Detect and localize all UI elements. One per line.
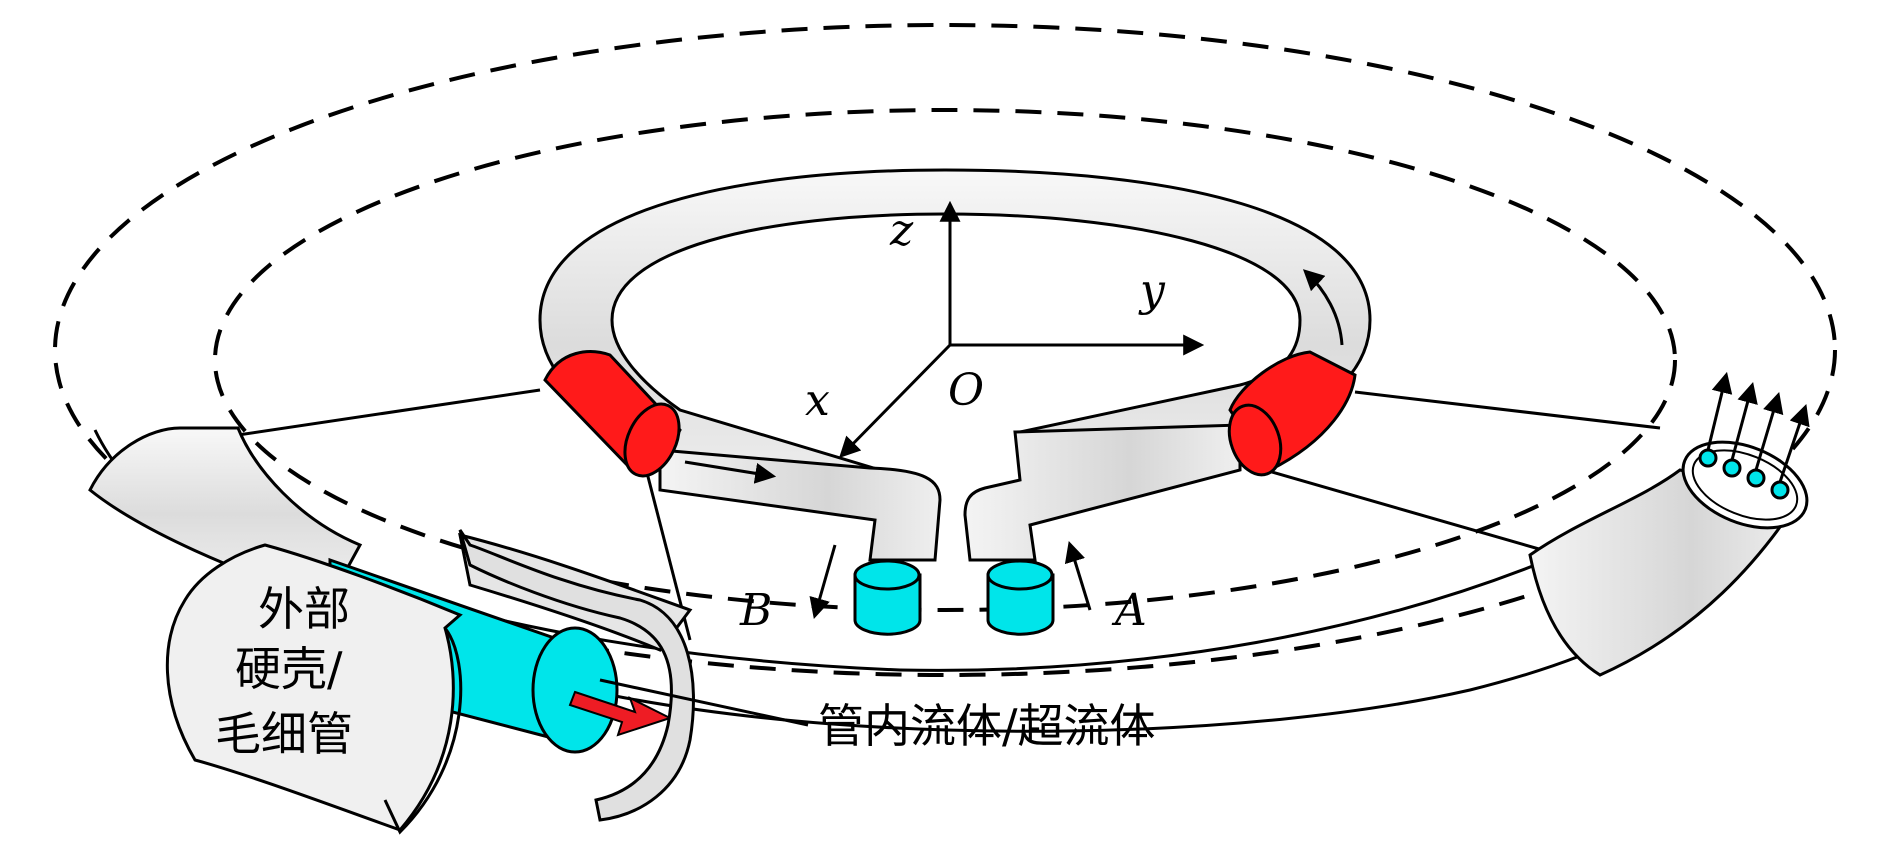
cutaway-fluid-face bbox=[531, 626, 619, 754]
flow-arrow-right bbox=[1302, 269, 1344, 346]
flow-arrow-left bbox=[684, 460, 777, 484]
spoke-right bbox=[1354, 390, 1661, 430]
inner-dashed-orbit bbox=[213, 108, 1677, 612]
leg-a bbox=[963, 423, 1242, 562]
leg-b-fluid bbox=[853, 573, 922, 636]
capillary-dot bbox=[1698, 448, 1718, 468]
fluid-label: 管内流体/超流体 bbox=[818, 699, 1156, 753]
seal-right-face bbox=[1227, 403, 1283, 477]
shell-label-line1: 外部 bbox=[258, 582, 350, 636]
cutaway-right-shell bbox=[458, 529, 695, 822]
shell-label-line3: 毛细管 bbox=[215, 707, 353, 761]
capillary-dot bbox=[1722, 458, 1742, 478]
port-b-label: B bbox=[739, 585, 772, 636]
axis-y-label: y bbox=[1138, 265, 1166, 316]
leg-b bbox=[658, 448, 942, 562]
axis-x-label: x bbox=[805, 375, 830, 426]
capillary-up-arrow bbox=[1754, 391, 1784, 471]
capillary-up-arrow bbox=[1778, 404, 1810, 483]
shell-label-line2: 硬壳/ bbox=[235, 642, 343, 696]
red-flow-arrow bbox=[568, 690, 673, 737]
capillary-up-arrow bbox=[1706, 371, 1733, 451]
capillary-dot bbox=[1746, 468, 1766, 488]
cutaway-left-shell-lip bbox=[383, 627, 463, 835]
fluid-leader-line bbox=[599, 678, 809, 727]
leg-b-fluid-top bbox=[853, 559, 921, 591]
seal-left-face bbox=[623, 402, 681, 478]
capillary-up-arrow bbox=[1730, 381, 1758, 461]
flow-arrow-a bbox=[1064, 540, 1092, 611]
origin-label: O bbox=[948, 365, 984, 416]
flow-arrow-b bbox=[809, 544, 837, 620]
axis-z-label: z bbox=[889, 205, 914, 256]
port-a-label: A bbox=[1111, 585, 1147, 636]
capillary-dot bbox=[1770, 480, 1790, 500]
spoke-lower-right bbox=[1264, 468, 1561, 557]
right-tube-end-inner bbox=[1691, 449, 1799, 521]
leg-a-fluid bbox=[986, 573, 1055, 636]
outer-dashed-orbit bbox=[53, 23, 1837, 677]
spoke-left bbox=[237, 388, 541, 437]
axis-x bbox=[839, 343, 952, 458]
cutaway-left-shell bbox=[165, 543, 463, 832]
leg-a-fluid-top bbox=[986, 559, 1054, 591]
